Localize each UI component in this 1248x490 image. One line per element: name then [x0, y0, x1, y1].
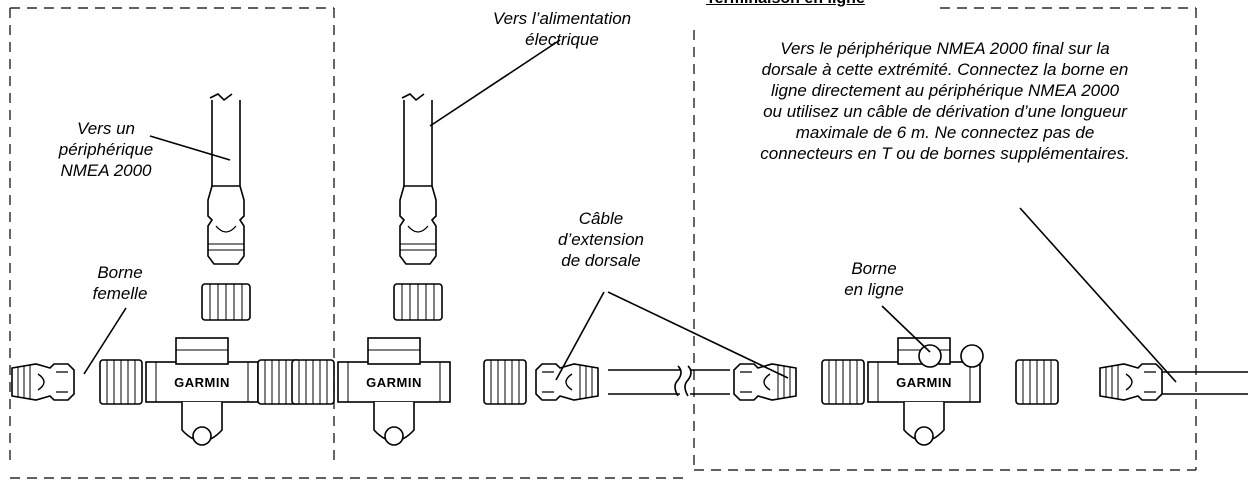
tee3-brand: GARMIN — [896, 375, 952, 390]
tee2-brand: GARMIN — [366, 375, 422, 390]
tee-connector-1 — [145, 337, 259, 446]
tee-connector-2 — [337, 337, 451, 446]
frame-right — [693, 7, 1197, 471]
female-terminator — [11, 363, 75, 401]
label-vers-un-peripherique: Vers un périphérique NMEA 2000 — [58, 119, 154, 180]
tee1-brand: GARMIN — [174, 375, 230, 390]
backbone-cable — [608, 365, 1248, 397]
label-vers-alimentation: Vers l’alimentation électrique — [492, 9, 632, 49]
leader-lines — [83, 39, 1177, 383]
note-final-device: Vers le périphérique NMEA 2000 final sur… — [760, 39, 1130, 163]
heading-terminaison: Terminaison en ligne — [706, 0, 865, 8]
label-borne-femelle: Borne femelle — [92, 263, 148, 303]
label-cable-extension: Câble d’extension de dorsale — [557, 209, 644, 270]
drop-cables — [209, 93, 433, 186]
label-borne-en-ligne: Borne en ligne — [844, 259, 904, 299]
